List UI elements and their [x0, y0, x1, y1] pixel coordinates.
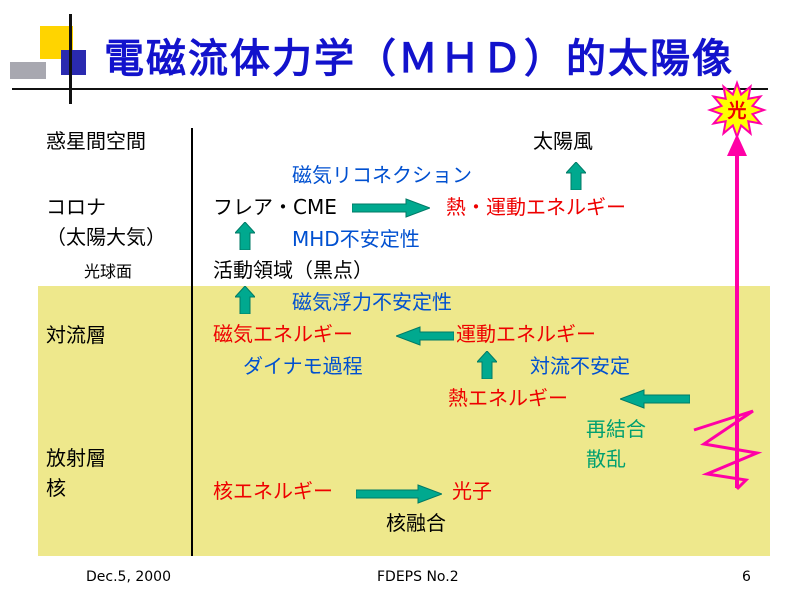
up-arrow-icon	[235, 222, 255, 250]
right-arrow-icon	[356, 484, 442, 504]
title-rule	[12, 88, 768, 90]
light-burst-label: 光	[726, 99, 746, 122]
text-flare-cme: フレア・CME	[213, 195, 337, 219]
text-magnetic-energy: 磁気エネルギー	[213, 322, 353, 346]
text-nuclear-fusion: 核融合	[386, 511, 446, 535]
text-photon: 光子	[452, 479, 492, 503]
text-kinetic-energy: 運動エネルギー	[456, 322, 596, 346]
light-starburst-icon	[707, 80, 767, 140]
magenta-arrowhead-icon	[727, 134, 747, 156]
label-convection-zone: 対流層	[46, 323, 106, 347]
up-arrow-icon	[477, 351, 497, 379]
label-solar-atmosphere: （太陽大気）	[46, 225, 166, 249]
footer-label: FDEPS No.2	[377, 569, 459, 585]
decoration-blue-square	[61, 50, 86, 75]
up-arrow-icon	[566, 162, 586, 190]
text-recombination: 再結合	[586, 417, 646, 441]
text-heat-kinetic-energy: 熱・運動エネルギー	[446, 195, 626, 219]
label-core: 核	[46, 476, 66, 500]
label-photosphere: 光球面	[84, 262, 133, 281]
right-arrow-icon	[352, 198, 430, 218]
text-thermal-energy: 熱エネルギー	[448, 386, 568, 410]
slide-title: 電磁流体力学（ＭＨＤ）的太陽像	[104, 36, 734, 82]
text-active-region: 活動領域（黒点）	[213, 258, 373, 282]
text-mhd-instability: MHD不安定性	[292, 227, 420, 251]
label-radiative-zone: 放射層	[46, 446, 106, 470]
text-nuclear-energy: 核エネルギー	[213, 479, 333, 503]
text-convective-instability: 対流不安定	[530, 354, 630, 378]
label-interplanetary-space: 惑星間空間	[46, 129, 146, 153]
decoration-vertical-line	[69, 14, 72, 104]
interior-panel	[38, 286, 770, 556]
text-solar-wind: 太陽風	[533, 129, 593, 153]
text-magnetic-reconnection: 磁気リコネクション	[292, 163, 472, 187]
footer-page-number: 6	[742, 569, 751, 585]
left-arrow-icon	[620, 389, 690, 409]
text-magnetic-buoyancy-instability: 磁気浮力不安定性	[292, 290, 452, 314]
layer-divider-line	[191, 128, 193, 556]
footer-date: Dec.5, 2000	[86, 569, 171, 585]
label-corona: コロナ	[46, 195, 106, 219]
left-arrow-icon	[396, 326, 454, 346]
text-dynamo-process: ダイナモ過程	[243, 354, 363, 378]
decoration-gray-bar	[10, 62, 46, 79]
up-arrow-icon	[235, 286, 255, 314]
text-scattering: 散乱	[586, 447, 626, 471]
